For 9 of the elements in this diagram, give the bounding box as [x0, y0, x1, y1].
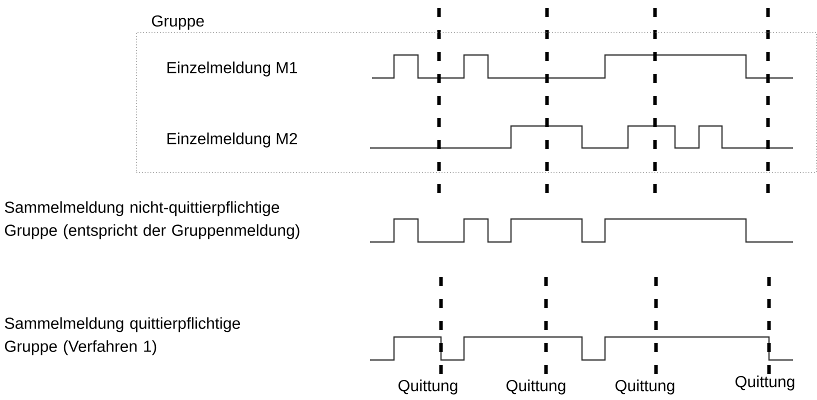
acknowledge-label: Quittung	[736, 376, 794, 390]
acknowledge-label: Quittung	[506, 380, 566, 394]
signal-label: Einzelmeldung M1	[168, 62, 297, 76]
signal-label: Sammelmeldung quittierpflichtige Gruppe (Verfahren 1)	[4, 317, 240, 356]
acknowledge-label: Quittung	[616, 380, 674, 394]
acknowledge-label: Quittung	[398, 380, 458, 394]
signal-label: Einzelmeldung M2	[168, 132, 297, 148]
signal-label: Sammelmeldung nicht-quittierpflichtige Gruppe (entspricht der Gruppenmeldung)	[4, 201, 300, 240]
node-label: Gruppe	[152, 15, 204, 30]
